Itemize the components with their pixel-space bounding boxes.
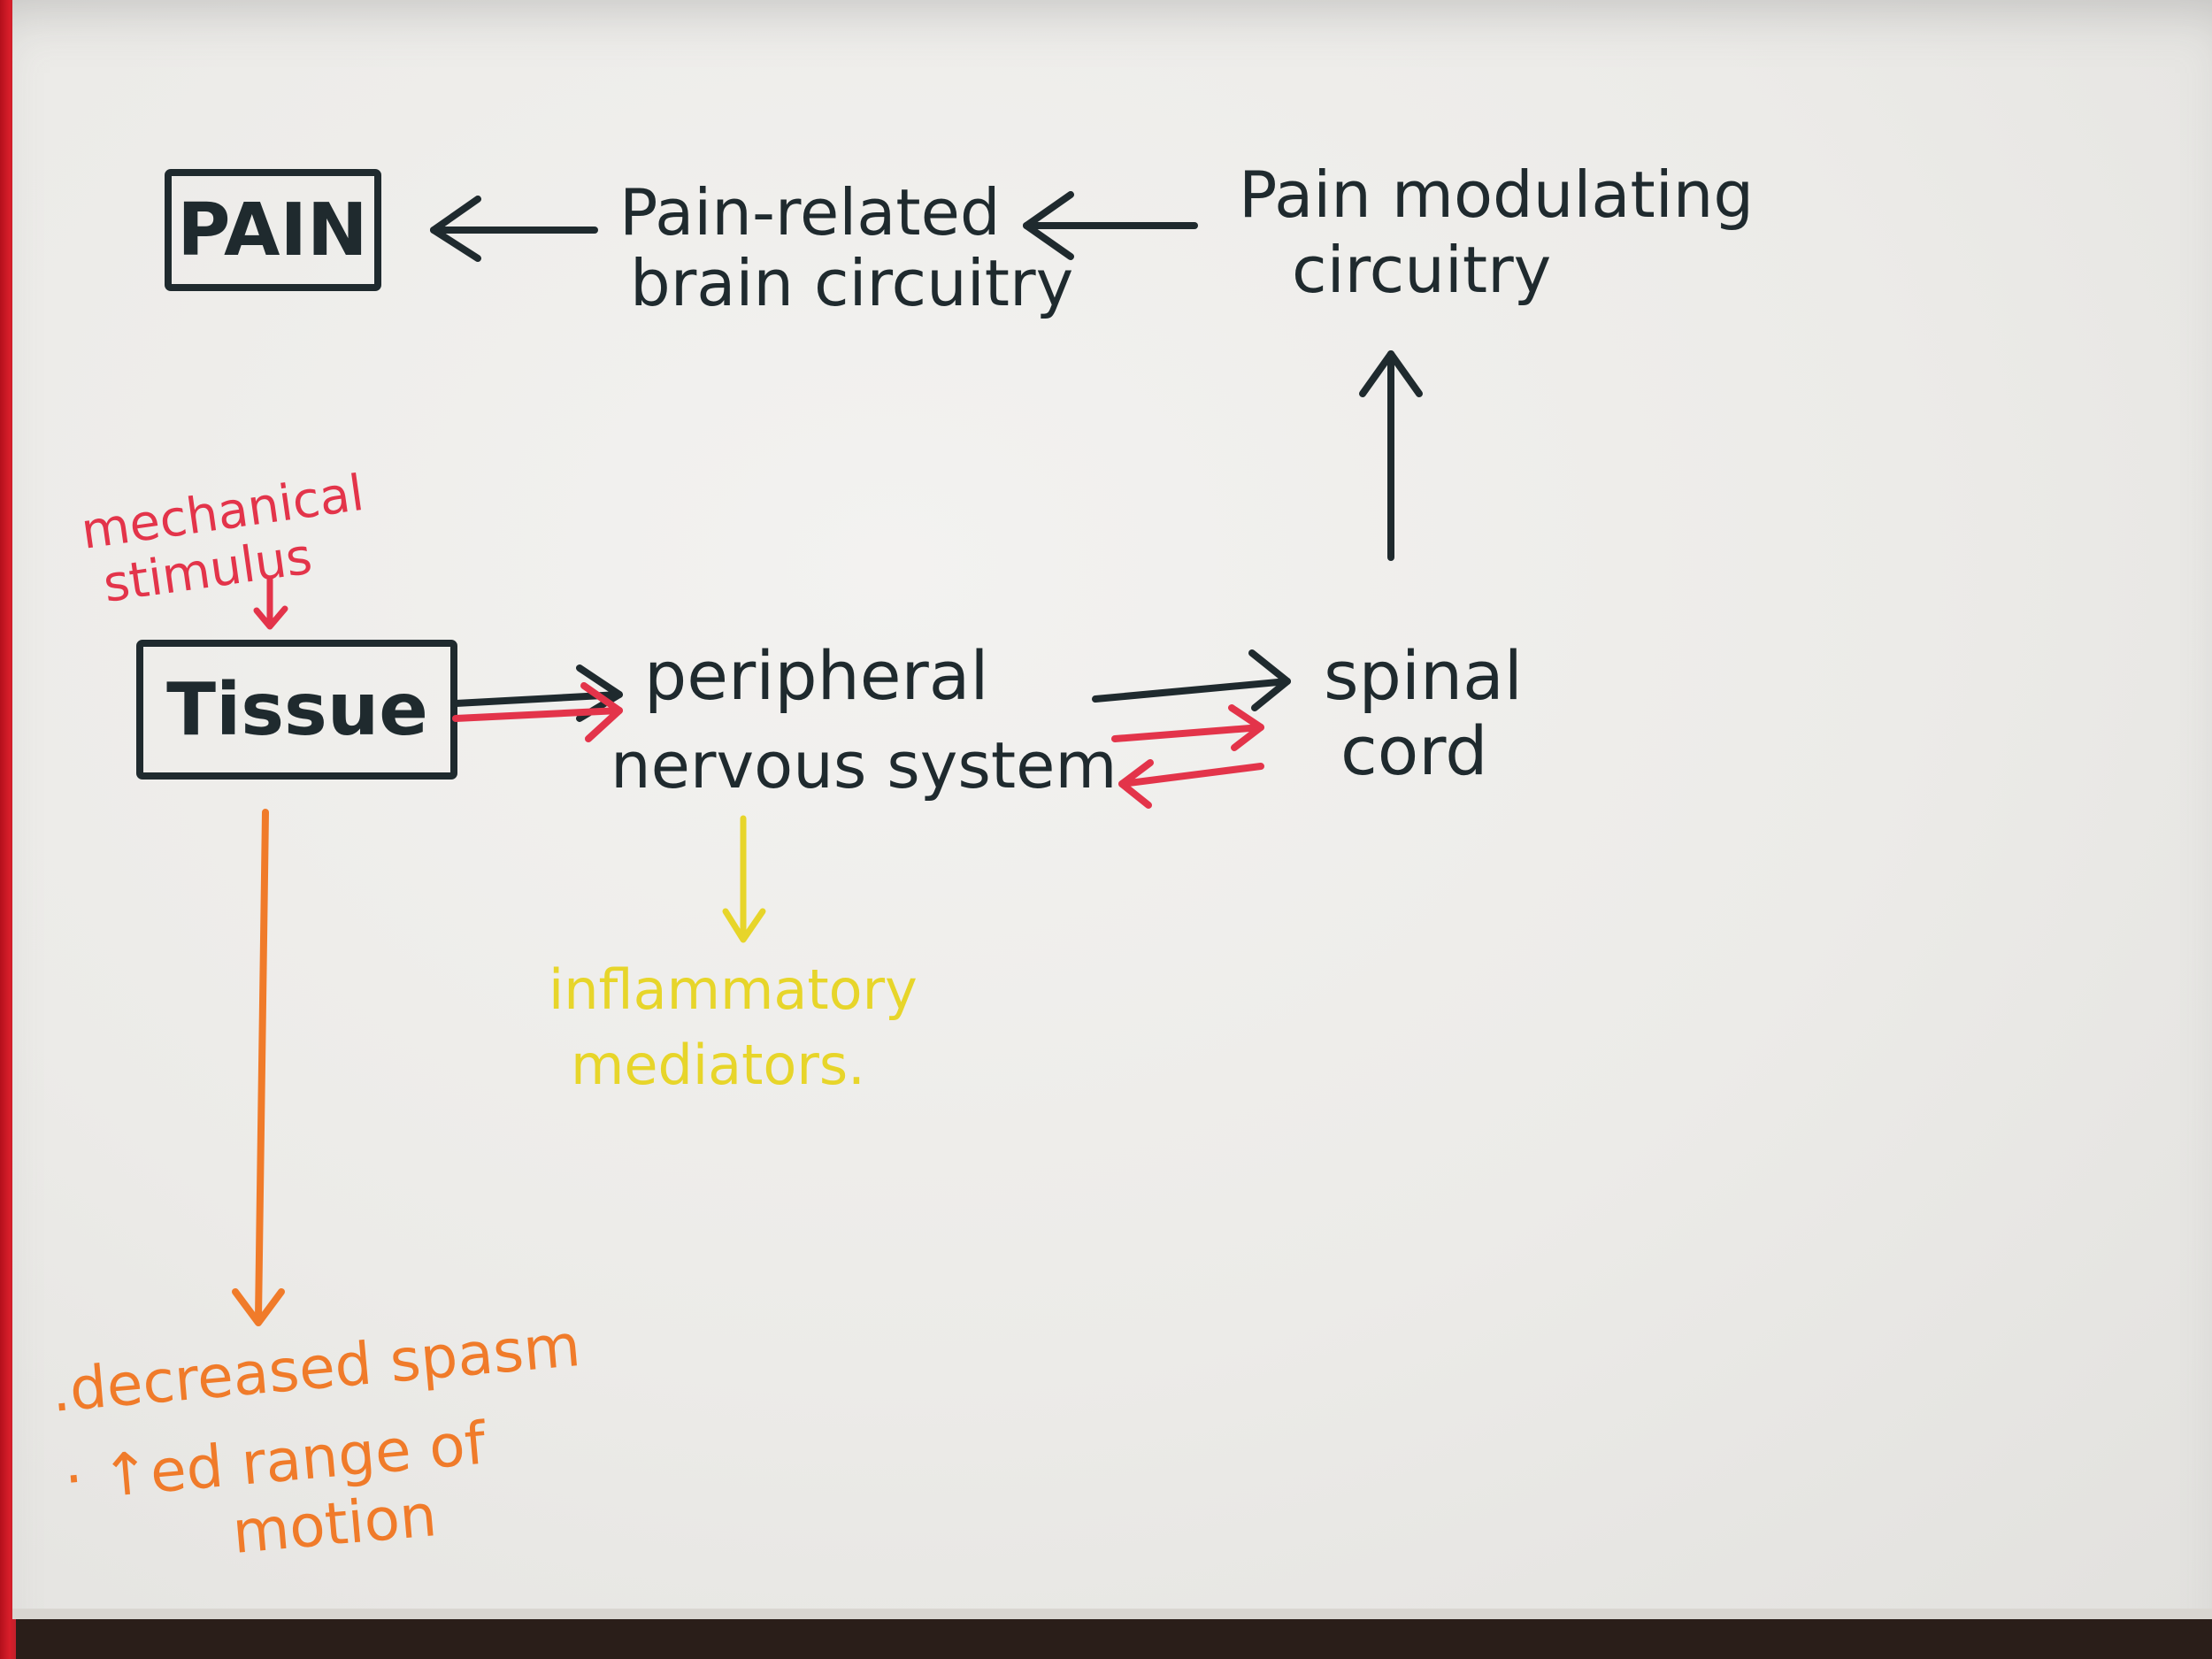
- peripheral-label-line2: nervous system: [611, 728, 1118, 803]
- arrow-peripheral-to-spinal-black: [1092, 649, 1291, 711]
- red-binder-edge: [0, 0, 16, 1659]
- arrow-spinal-to-peripheral-red: [1118, 759, 1264, 809]
- arrow-to-pain: [430, 196, 598, 262]
- arrow-stimulus-to-tissue: [253, 576, 288, 630]
- inflammatory-mediators-line1: inflammatory: [549, 957, 918, 1022]
- pain-modulating-label-line2: circuitry: [1292, 233, 1551, 307]
- arrow-peripheral-to-spinal-red: [1111, 704, 1264, 751]
- arrow-to-pain-modulating: [1359, 350, 1423, 561]
- spinal-label-line2: cord: [1340, 711, 1487, 790]
- arrow-tissue-to-peripheral-red: [452, 682, 623, 742]
- inflammatory-mediators-line2: mediators.: [571, 1033, 865, 1097]
- arrow-to-outcome: [232, 809, 285, 1326]
- arrow-to-pain-related: [1023, 191, 1198, 260]
- tissue-box: [136, 640, 457, 780]
- arrow-to-inflammatory: [722, 815, 766, 943]
- pain-modulating-label-line1: Pain modulating: [1239, 157, 1754, 232]
- peripheral-label-line1: peripheral: [644, 636, 988, 715]
- outcome-line1: .decreased spasm: [49, 1311, 583, 1425]
- spinal-label-line1: spinal: [1324, 636, 1523, 715]
- pain-related-label-line2: brain circuitry: [630, 246, 1073, 320]
- pain-box: [165, 169, 381, 291]
- pain-related-label-line1: Pain-related: [619, 175, 1001, 250]
- pain-label: PAIN: [177, 188, 367, 273]
- paper-bottom-edge: [12, 1609, 2212, 1619]
- tissue-label: Tissue: [166, 668, 428, 752]
